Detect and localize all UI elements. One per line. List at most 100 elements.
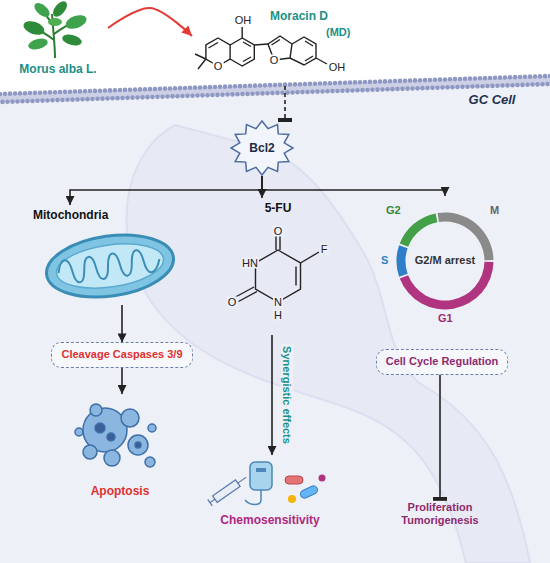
cell-membrane	[280, 90, 285, 95]
cycle-phase-arc	[400, 213, 438, 246]
cell-membrane	[125, 96, 130, 101]
fluorouracil-structure	[295, 267, 296, 286]
atom-label: H	[273, 310, 283, 321]
mitochondrion	[54, 238, 167, 295]
cell-membrane	[183, 86, 188, 91]
cell-membrane	[168, 86, 173, 91]
cell-membrane	[488, 76, 493, 81]
cell-membrane	[548, 74, 550, 79]
cell-membrane	[10, 99, 15, 104]
cell-membrane	[525, 82, 530, 87]
cell-membrane	[393, 79, 398, 84]
cell-membrane	[493, 76, 498, 81]
cell-membrane	[390, 87, 395, 92]
cell-membrane	[223, 84, 228, 89]
cell-membrane	[245, 92, 250, 97]
cell-membrane	[413, 78, 418, 83]
cell-membrane	[540, 82, 545, 87]
chemotherapy-icon	[213, 480, 241, 503]
atom-label: O	[269, 55, 280, 66]
cell-membrane	[195, 93, 200, 98]
branch-arrow	[70, 176, 262, 205]
node-text: Morus alba L.	[8, 62, 108, 76]
cell-membrane	[490, 84, 495, 89]
moracin-structure	[254, 44, 268, 45]
cell-membrane	[400, 87, 405, 92]
cell-membrane	[385, 87, 390, 92]
cell-membrane	[30, 99, 35, 104]
inhibition-line	[284, 86, 286, 120]
apoptotic-cell	[145, 457, 155, 467]
cell-membrane	[515, 83, 520, 88]
moracin-structure	[290, 37, 316, 65]
cell-membrane	[215, 93, 220, 98]
atom-label: O	[213, 61, 224, 72]
cell-membrane	[38, 90, 43, 95]
cell-membrane	[363, 80, 368, 85]
cell-membrane	[510, 83, 515, 88]
cell-membrane	[405, 86, 410, 91]
cell-membrane	[88, 89, 93, 94]
cell-membrane	[495, 83, 500, 88]
cell-membrane	[138, 87, 143, 92]
cell-membrane	[205, 93, 210, 98]
cell-membrane	[220, 92, 225, 97]
cell-membrane	[440, 85, 445, 90]
atom-label: N	[273, 297, 283, 308]
cell-membrane	[290, 90, 295, 95]
cell-membrane	[240, 92, 245, 97]
cell-membrane	[103, 88, 108, 93]
cell-membrane	[453, 77, 458, 82]
outcome-icon: Chemosensitivity	[205, 455, 335, 529]
protein-starburst	[231, 121, 293, 175]
cell-membrane	[45, 98, 50, 103]
cell-membrane	[370, 88, 375, 93]
cell-membrane	[188, 85, 193, 90]
cell-membrane	[445, 85, 450, 90]
mulberry-plant	[61, 33, 83, 48]
cell-membrane	[265, 91, 270, 96]
cell-membrane	[433, 77, 438, 82]
cell-membrane	[250, 91, 255, 96]
cell-membrane	[460, 85, 465, 90]
cell-membrane	[518, 75, 523, 80]
cell-membrane	[295, 90, 300, 95]
cell-membrane	[520, 83, 525, 88]
cycle-phase-arc	[396, 245, 407, 276]
cell-membrane	[408, 78, 413, 83]
atom-label: OH	[234, 15, 253, 26]
cell-membrane	[253, 83, 258, 88]
cell-membrane	[465, 84, 470, 89]
cell-membrane	[358, 80, 363, 85]
cell-membrane	[135, 95, 140, 100]
edge-label: Synergistic effects	[281, 344, 293, 446]
mulberry-plant	[48, 18, 62, 26]
cell-membrane	[315, 89, 320, 94]
moracin-structure	[272, 40, 281, 46]
cell-membrane	[470, 84, 475, 89]
chemotherapy-icon	[245, 490, 261, 505]
moracin-structure	[209, 43, 219, 49]
cell-membrane	[360, 88, 365, 93]
cell-membrane	[420, 86, 425, 91]
mitochondrion	[42, 227, 177, 304]
cell-membrane	[273, 83, 278, 88]
cell-membrane	[448, 77, 453, 82]
cell-membrane	[110, 96, 115, 101]
cell-membrane	[443, 77, 448, 82]
cell-membrane	[180, 94, 185, 99]
cell-membrane	[123, 88, 128, 93]
cell-membrane	[425, 86, 430, 91]
cell-membrane	[355, 88, 360, 93]
cell-membrane	[455, 85, 460, 90]
fluorouracil-structure	[236, 236, 320, 302]
cell-membrane	[373, 79, 378, 84]
cell-membrane	[153, 87, 158, 92]
cell-membrane	[318, 81, 323, 86]
cell-membrane	[368, 80, 373, 85]
cell-membrane	[150, 95, 155, 100]
cell-membrane	[20, 99, 25, 104]
cell-membrane	[305, 90, 310, 95]
cycle-phase-arc	[438, 213, 494, 261]
